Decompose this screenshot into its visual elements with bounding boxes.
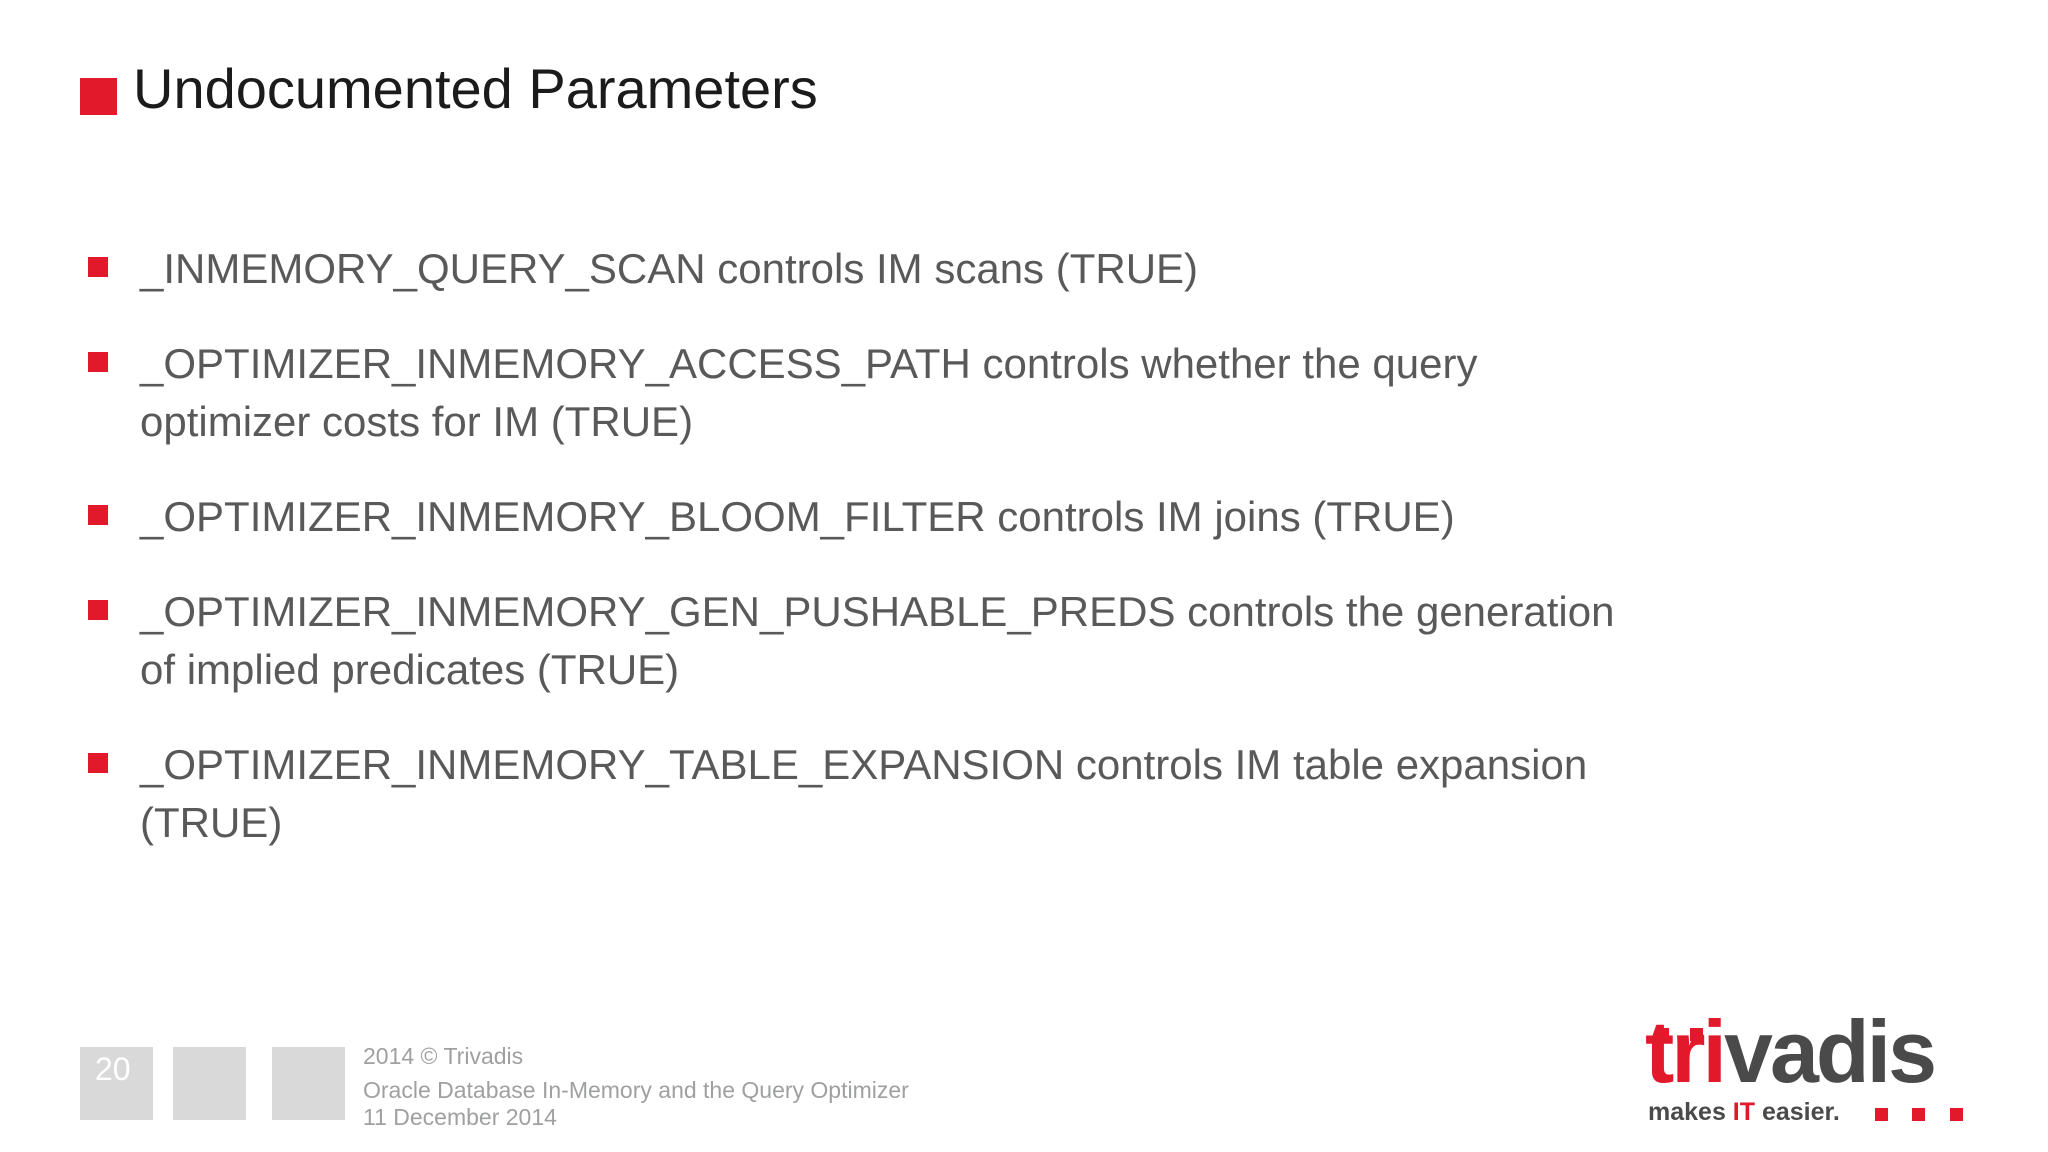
- logo-tagline: makes IT easier.: [1648, 1098, 1840, 1126]
- logo-dot-icon: [1690, 1028, 1703, 1041]
- logo-text-tri: tri: [1645, 1002, 1727, 1101]
- bullet-text-line: optimizer costs for IM (TRUE): [140, 398, 694, 445]
- bullet-text-line: _OPTIMIZER_INMEMORY_ACCESS_PATH controls…: [140, 340, 1478, 387]
- bullet-text-line: _OPTIMIZER_INMEMORY_BLOOM_FILTER control…: [140, 493, 1455, 540]
- footer-presentation-title: Oracle Database In-Memory and the Query …: [363, 1077, 909, 1103]
- bullet-text-line: _OPTIMIZER_INMEMORY_GEN_PUSHABLE_PREDS c…: [140, 588, 1615, 635]
- bullet-square-icon: [88, 753, 108, 773]
- tagline-easier: easier.: [1755, 1098, 1840, 1126]
- trivadis-logo: trivadis makes IT easier.: [1645, 1008, 1985, 1133]
- footer-date: 11 December 2014: [363, 1104, 557, 1130]
- list-item: _INMEMORY_QUERY_SCAN controls IM scans (…: [88, 240, 1988, 298]
- bullet-list: _INMEMORY_QUERY_SCAN controls IM scans (…: [88, 240, 1988, 889]
- tagline-it: IT: [1732, 1098, 1756, 1126]
- footer-gray-square: [272, 1047, 345, 1120]
- footer-gray-square: [173, 1047, 246, 1120]
- tagline-makes: makes: [1648, 1098, 1733, 1126]
- bullet-square-icon: [88, 505, 108, 525]
- bullet-text-line: (TRUE): [140, 799, 283, 846]
- list-item: _OPTIMIZER_INMEMORY_TABLE_EXPANSION cont…: [88, 736, 1988, 852]
- logo-text-vadis: vadis: [1724, 1002, 1937, 1101]
- bullet-square-icon: [88, 257, 108, 277]
- logo-wordmark: trivadis: [1645, 1008, 1937, 1096]
- logo-red-square-icon: [1875, 1108, 1888, 1121]
- list-item: _OPTIMIZER_INMEMORY_BLOOM_FILTER control…: [88, 488, 1988, 546]
- logo-red-square-icon: [1912, 1108, 1925, 1121]
- page-title: Undocumented Parameters: [133, 57, 818, 120]
- bullet-square-icon: [88, 352, 108, 372]
- bullet-text-line: _OPTIMIZER_INMEMORY_TABLE_EXPANSION cont…: [140, 741, 1588, 788]
- bullet-text-line: of implied predicates (TRUE): [140, 646, 680, 693]
- list-item: _OPTIMIZER_INMEMORY_GEN_PUSHABLE_PREDS c…: [88, 583, 1988, 699]
- bullet-square-icon: [88, 600, 108, 620]
- list-item: _OPTIMIZER_INMEMORY_ACCESS_PATH controls…: [88, 335, 1988, 451]
- page-number-square: 20: [80, 1047, 153, 1120]
- title-bullet-square-icon: [80, 78, 117, 115]
- page-number: 20: [95, 1051, 131, 1087]
- footer-copyright: 2014 © Trivadis: [363, 1043, 524, 1069]
- logo-dot-icon: [1656, 1028, 1669, 1041]
- footer-text-block: 2014 © Trivadis Oracle Database In-Memor…: [363, 1043, 909, 1131]
- bullet-text-line: _INMEMORY_QUERY_SCAN controls IM scans (…: [140, 245, 1199, 292]
- logo-red-square-icon: [1950, 1108, 1963, 1121]
